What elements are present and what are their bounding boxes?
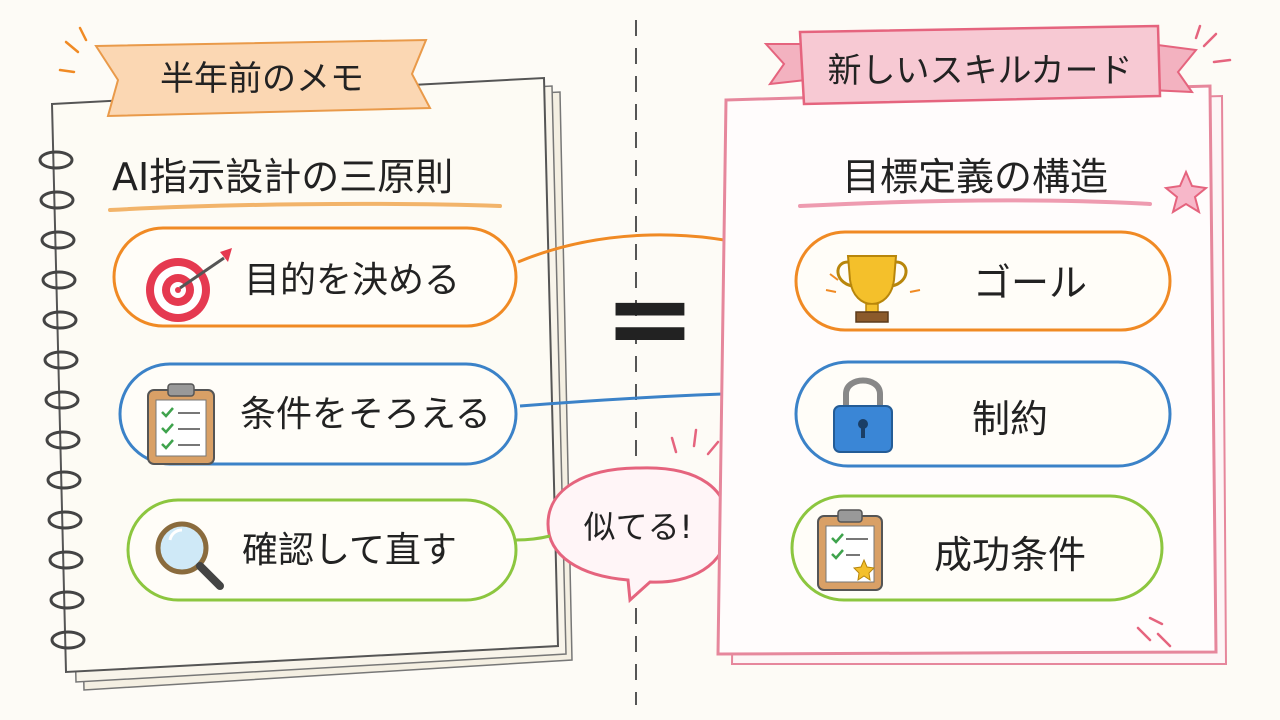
right-item-3-label: 成功条件	[934, 533, 1086, 577]
right-item-2-label: 制約	[972, 397, 1048, 441]
speech-bubble: 似てる!	[546, 466, 730, 604]
lock-icon	[833, 377, 893, 453]
sparkle-lines-bubble	[670, 428, 720, 456]
sparkle-lines-right	[1136, 24, 1232, 648]
left-item-1: 目的を決める	[112, 226, 518, 328]
clipboard-icon	[147, 383, 215, 465]
left-item-3: 確認して直す	[126, 498, 518, 602]
left-item-2: 条件をそろえる	[118, 362, 518, 466]
left-title-underline	[108, 201, 502, 212]
left-item-2-label: 条件をそろえる	[240, 394, 491, 435]
left-title: AI指示設計の三原則	[112, 155, 453, 199]
right-banner-text: 新しいスキルカード	[828, 51, 1133, 91]
spiral-binding	[38, 150, 86, 650]
sparkle-lines-left	[58, 26, 88, 74]
right-item-3: 成功条件	[790, 494, 1164, 602]
trophy-icon	[825, 255, 921, 323]
speech-bubble-text: 似てる!	[584, 508, 693, 546]
left-item-3-label: 確認して直す	[242, 530, 457, 571]
right-title-underline	[798, 198, 1152, 208]
equals-sign: =	[604, 254, 696, 382]
star-icon	[1163, 169, 1209, 215]
right-item-2: 制約	[794, 360, 1172, 468]
right-title: 目標定義の構造	[842, 155, 1108, 199]
right-item-1-label: ゴール	[973, 261, 1087, 305]
left-banner-text: 半年前のメモ	[160, 59, 364, 99]
checklist-star-icon	[817, 509, 883, 591]
left-item-1-label: 目的を決める	[244, 260, 460, 301]
target-icon	[146, 248, 232, 322]
magnifier-icon	[155, 521, 224, 590]
right-item-1: ゴール	[794, 230, 1172, 332]
arrow-line-left	[515, 534, 551, 542]
left-banner: 半年前のメモ	[94, 38, 432, 118]
right-banner: 新しいスキルカード	[763, 24, 1198, 106]
